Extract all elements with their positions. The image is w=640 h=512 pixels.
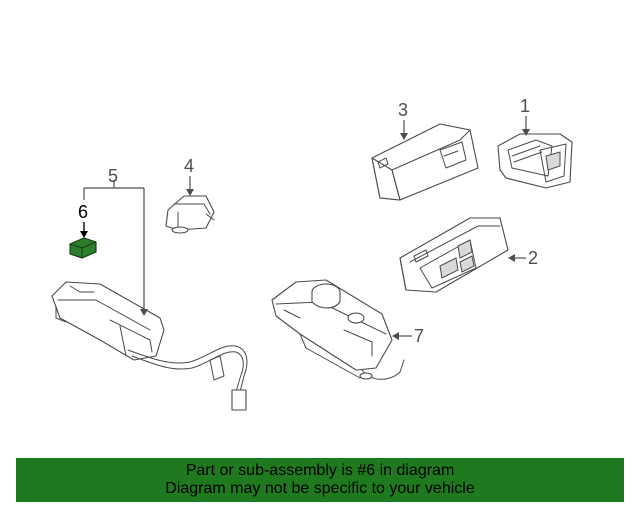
leader-1 [522,116,530,136]
part-1-switch-module[interactable] [497,133,573,189]
part-4-connector[interactable] [165,195,215,234]
part-2-switch-panel[interactable] [399,217,509,293]
leader-6 [80,222,88,238]
callout-2: 2 [528,248,538,268]
callout-3: 3 [398,100,408,120]
callout-1: 1 [520,96,530,116]
callout-6: 6 [78,202,88,222]
banner-line-1: Part or sub-assembly is #6 in diagram [185,462,455,479]
part-7-control-module[interactable] [271,279,405,380]
callout-5: 5 [108,166,118,186]
leader-7 [392,332,412,340]
part-6-highlighted-cap[interactable] [69,237,97,259]
part-5-wiring-harness[interactable] [51,281,248,411]
callout-7: 7 [414,326,424,346]
leader-4 [186,176,194,196]
info-banner: Part or sub-assembly is #6 in diagram Di… [16,458,624,502]
leader-2 [508,254,526,262]
part-3-switch-housing[interactable] [371,123,479,201]
leader-5 [83,180,148,316]
callout-4: 4 [184,156,194,176]
banner-line-2: Diagram may not be specific to your vehi… [165,480,475,497]
leader-3 [400,120,408,140]
